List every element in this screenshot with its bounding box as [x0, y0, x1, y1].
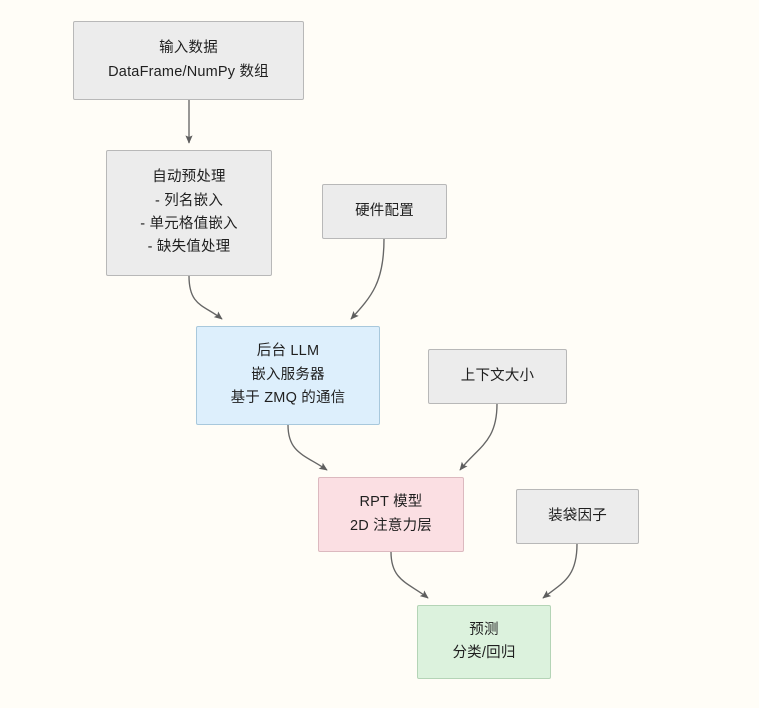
rpt-model-node-line-2: 2D 注意力层 — [350, 517, 432, 534]
auto-preprocess-node-line-3: - 单元格值嵌入 — [140, 216, 238, 232]
edge-llm-to-rpt — [287, 424, 328, 471]
llm-embedding-server-node-line-1: 后台 LLM — [256, 343, 320, 360]
auto-preprocess-node-line-4: - 缺失值处理 — [147, 239, 231, 256]
edge-rpt-to-prediction — [390, 551, 429, 599]
input-data-node-line-2: DataFrame/NumPy 数组 — [108, 63, 269, 80]
bagging-factor-node-line-1: 装袋因子 — [548, 507, 607, 524]
prediction-node-line-1: 预测 — [469, 621, 499, 638]
edge-preprocess-to-llm — [188, 275, 223, 320]
prediction-node-line-2: 分类/回归 — [452, 645, 516, 661]
rpt-model-node-line-1: RPT 模型 — [359, 494, 423, 511]
context-size-node[interactable]: 上下文大小 — [428, 349, 567, 404]
input-data-node-line-1: 输入数据 — [159, 40, 218, 57]
llm-embedding-server-node-line-2: 嵌入服务器 — [251, 366, 325, 383]
llm-embedding-server-node-line-3: 基于 ZMQ 的通信 — [230, 390, 346, 407]
context-size-node-line-1: 上下文大小 — [460, 367, 535, 384]
edge-hardware-to-llm — [350, 238, 385, 320]
auto-preprocess-node-line-1: 自动预处理 — [152, 169, 226, 186]
edge-bagging-to-prediction — [542, 543, 578, 599]
prediction-node[interactable]: 预测分类/回归 — [417, 605, 551, 679]
bagging-factor-node[interactable]: 装袋因子 — [516, 489, 639, 544]
auto-preprocess-node-line-2: - 列名嵌入 — [154, 192, 224, 209]
edge-context-to-rpt — [459, 403, 498, 471]
auto-preprocess-node[interactable]: 自动预处理 - 列名嵌入 - 单元格值嵌入 - 缺失值处理 — [106, 150, 272, 276]
rpt-model-node[interactable]: RPT 模型 2D 注意力层 — [318, 477, 464, 552]
input-data-node[interactable]: 输入数据 DataFrame/NumPy 数组 — [73, 21, 304, 100]
hardware-config-node-line-1: 硬件配置 — [355, 202, 414, 219]
hardware-config-node[interactable]: 硬件配置 — [322, 184, 447, 239]
llm-embedding-server-node[interactable]: 后台 LLM 嵌入服务器基于 ZMQ 的通信 — [196, 326, 380, 425]
